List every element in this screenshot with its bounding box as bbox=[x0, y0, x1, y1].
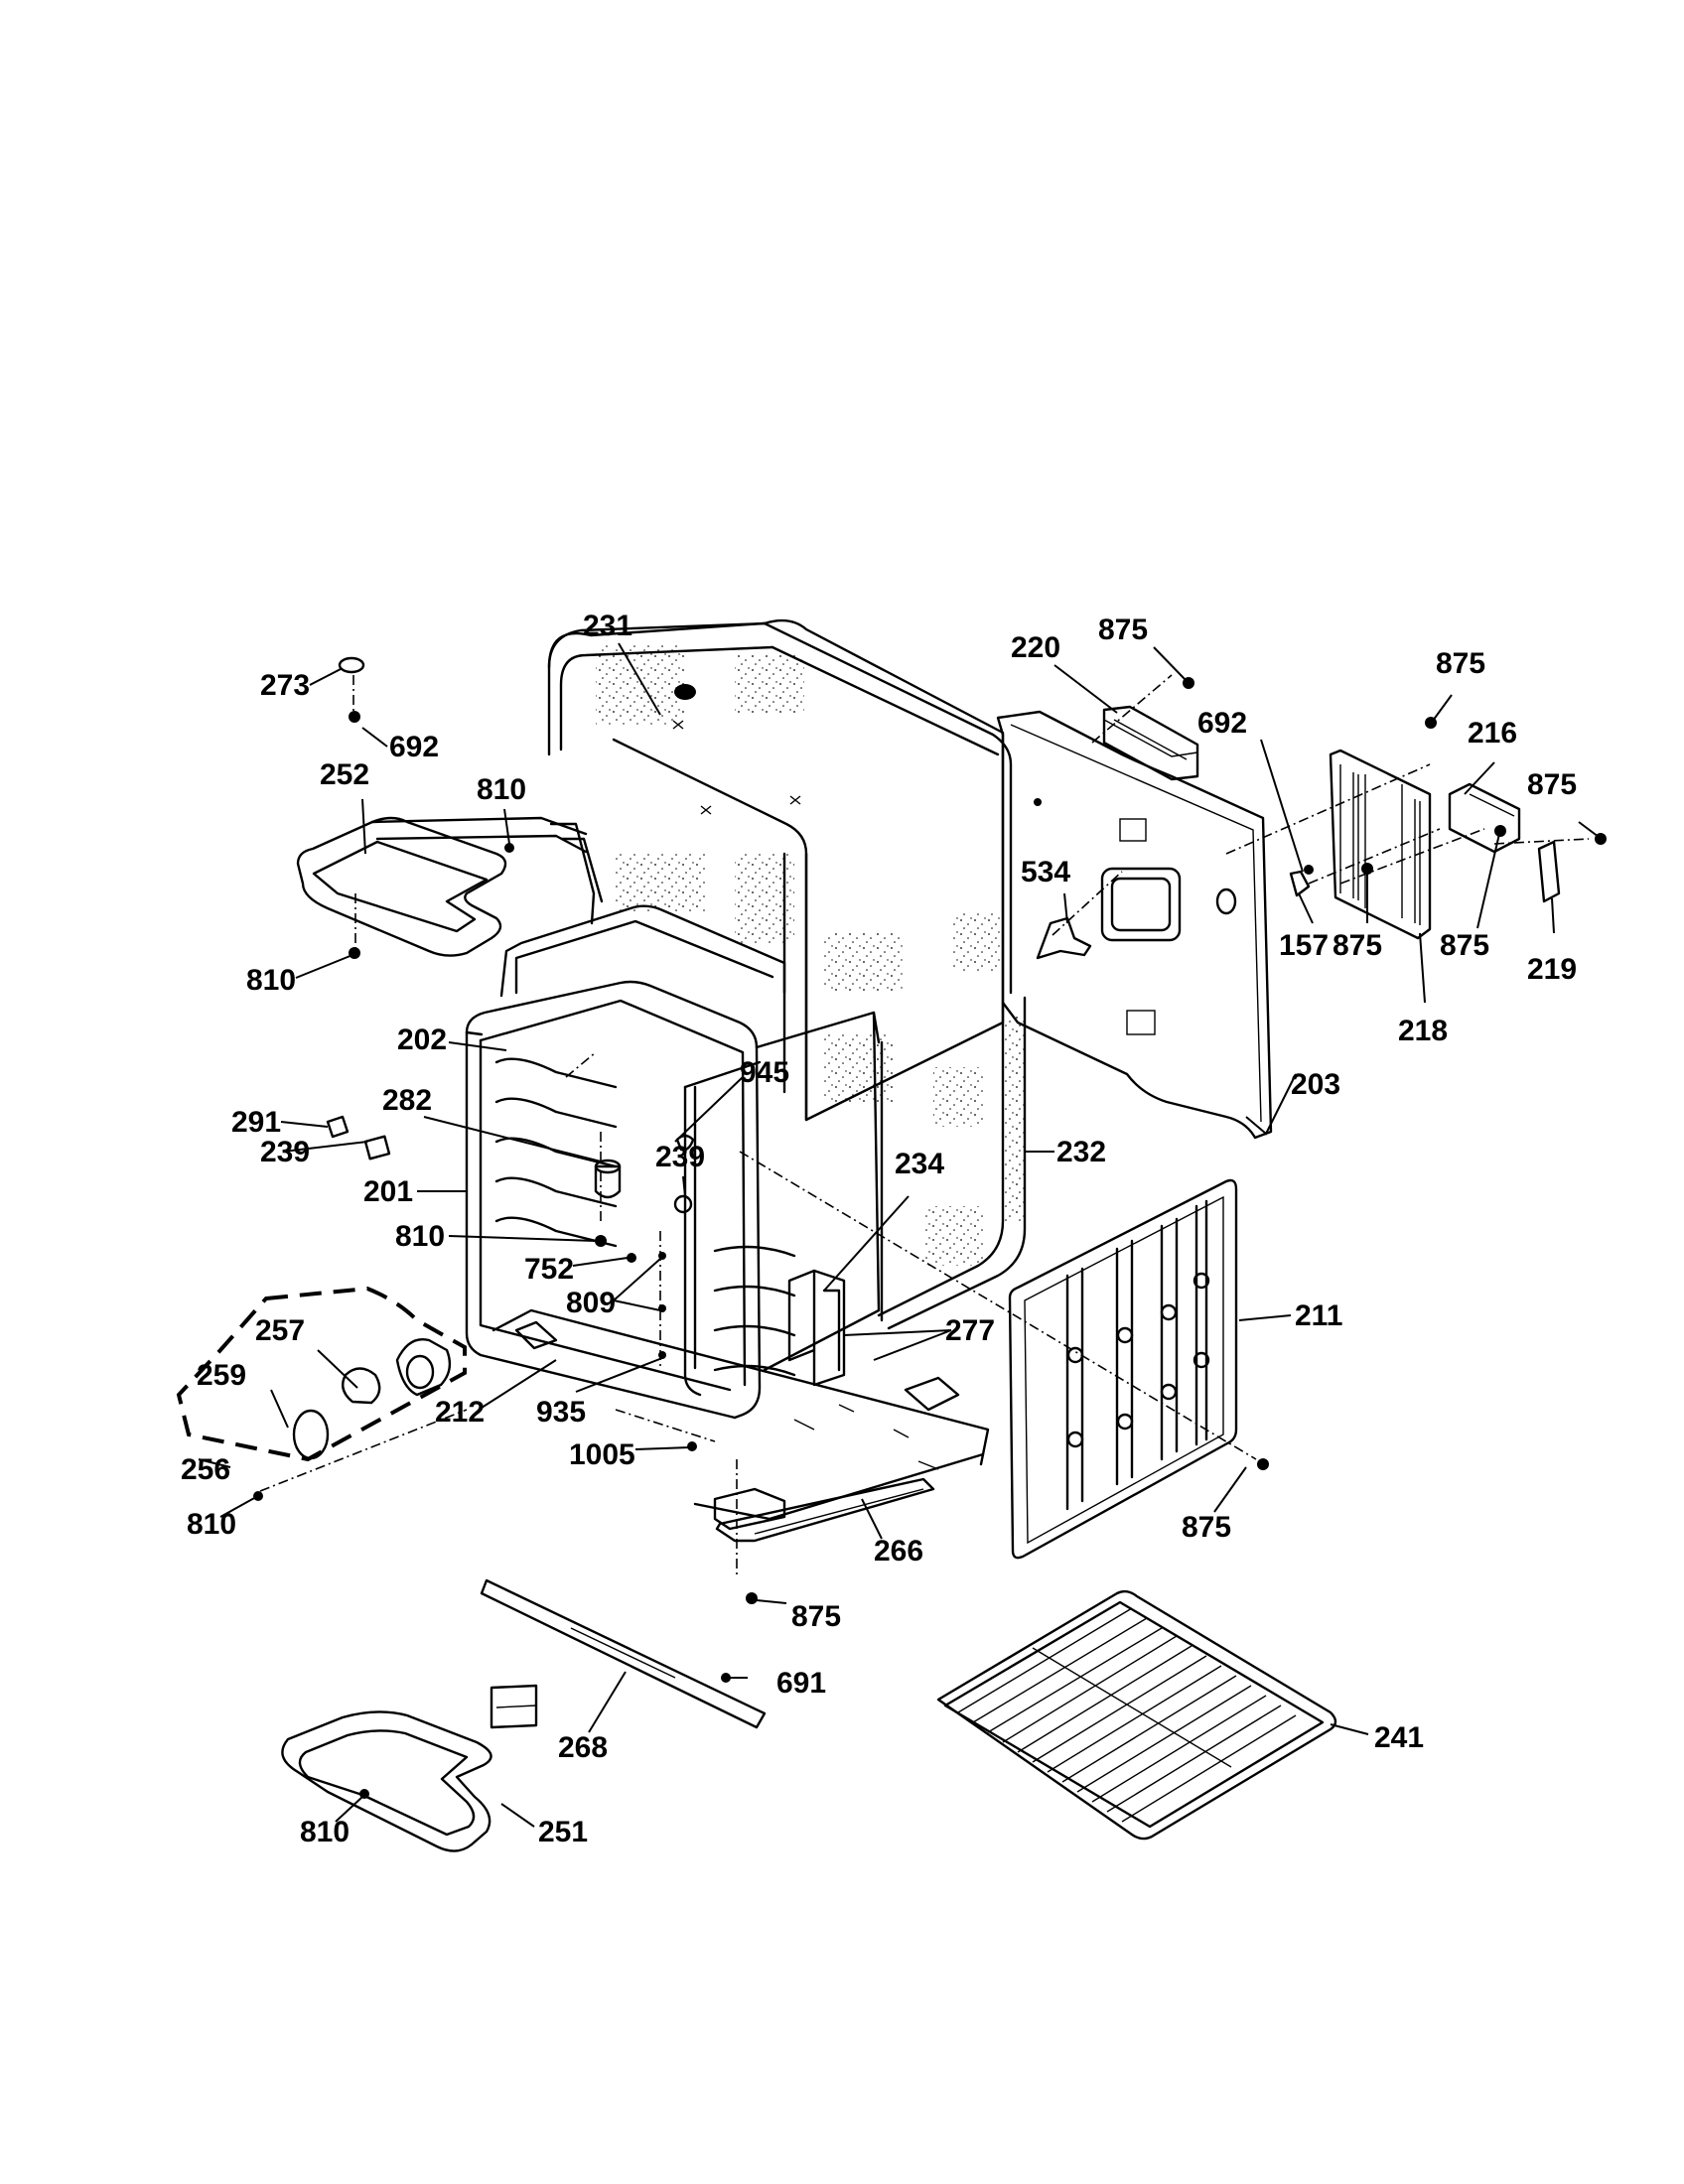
strip-219-part bbox=[1537, 840, 1561, 903]
part-label: 252 bbox=[320, 758, 369, 791]
part-label: 945 bbox=[740, 1056, 789, 1089]
fasteners-group bbox=[253, 677, 1607, 1799]
part-label: 935 bbox=[536, 1396, 586, 1429]
screw-935 bbox=[658, 1351, 666, 1359]
screw-692-top bbox=[349, 711, 360, 723]
part-label: 810 bbox=[300, 1816, 350, 1848]
part-label: 692 bbox=[1197, 707, 1247, 740]
part-label: 239 bbox=[655, 1141, 705, 1173]
part-label: 216 bbox=[1468, 717, 1517, 750]
part-label: 809 bbox=[566, 1287, 616, 1319]
screw-810-left bbox=[349, 947, 360, 959]
element-module-part bbox=[787, 1269, 846, 1387]
part-label: 875 bbox=[1098, 614, 1148, 646]
screw-692-mid bbox=[1304, 865, 1314, 875]
part-label: 810 bbox=[477, 773, 526, 806]
part-label: 875 bbox=[1527, 768, 1577, 801]
part-label: 202 bbox=[397, 1024, 447, 1056]
part-label: 218 bbox=[1398, 1015, 1448, 1047]
part-label: 259 bbox=[197, 1359, 246, 1392]
bake-element-part bbox=[281, 1684, 538, 1852]
part-label: 220 bbox=[1011, 631, 1060, 664]
part-label: 212 bbox=[435, 1396, 485, 1429]
part-number-labels: 273 692 231 220 875 875 216 875 252 810 … bbox=[181, 610, 1577, 1848]
part-label: 219 bbox=[1527, 953, 1577, 986]
part-label: 875 bbox=[1436, 647, 1485, 680]
oven-cavity-part bbox=[465, 904, 884, 1420]
part-label: 1005 bbox=[569, 1438, 635, 1471]
part-label: 875 bbox=[1440, 929, 1489, 962]
screw-810-top bbox=[504, 843, 514, 853]
side-panel-211-part bbox=[1008, 1178, 1238, 1560]
part-label: 157 bbox=[1279, 929, 1329, 962]
screw-691 bbox=[721, 1673, 731, 1683]
part-label: 266 bbox=[874, 1535, 923, 1568]
part-label: 875 bbox=[1333, 929, 1382, 962]
vent-panel-218-part bbox=[1329, 749, 1432, 940]
part-label: 291 bbox=[231, 1106, 281, 1139]
side-panel-strip-part bbox=[877, 996, 1027, 1330]
bracket-216-part bbox=[1448, 782, 1521, 854]
part-157 bbox=[1289, 870, 1311, 897]
part-label: 277 bbox=[945, 1314, 995, 1347]
bottom-plate-part bbox=[713, 1477, 935, 1543]
screw-810-bottom bbox=[253, 1491, 263, 1501]
part-label: 752 bbox=[524, 1253, 574, 1286]
part-label: 810 bbox=[395, 1220, 445, 1253]
part-label: 239 bbox=[260, 1136, 310, 1168]
part-label: 203 bbox=[1291, 1068, 1340, 1101]
light-assembly-group bbox=[176, 1286, 467, 1462]
screw-809-a bbox=[658, 1252, 666, 1260]
part-label: 691 bbox=[776, 1667, 826, 1700]
nut-875-f bbox=[1257, 1458, 1269, 1470]
part-label: 211 bbox=[1295, 1299, 1342, 1332]
part-label: 251 bbox=[538, 1816, 588, 1848]
part-label: 810 bbox=[187, 1508, 236, 1541]
part-label: 241 bbox=[1374, 1721, 1424, 1754]
part-label: 232 bbox=[1056, 1136, 1106, 1168]
part-label: 201 bbox=[363, 1175, 413, 1208]
part-label: 282 bbox=[382, 1084, 432, 1117]
trim-strip-268-part bbox=[480, 1578, 767, 1729]
leader-lines bbox=[198, 642, 1600, 1828]
part-label: 810 bbox=[246, 964, 296, 997]
screw-1005 bbox=[687, 1441, 697, 1451]
nut-875-d bbox=[1361, 863, 1373, 875]
part-label: 231 bbox=[583, 610, 632, 642]
part-label: 273 bbox=[260, 669, 310, 702]
nut-875-g bbox=[746, 1592, 758, 1604]
part-label: 256 bbox=[181, 1453, 230, 1486]
nut-875-e bbox=[1494, 825, 1506, 837]
part-label: 234 bbox=[895, 1148, 944, 1180]
oven-rack-part bbox=[936, 1589, 1337, 1841]
part-label: 534 bbox=[1021, 856, 1070, 888]
screw-752 bbox=[627, 1253, 636, 1263]
bracket-220-part bbox=[1102, 705, 1199, 781]
part-label: 268 bbox=[558, 1731, 608, 1764]
part-label: 257 bbox=[255, 1314, 305, 1347]
part-label: 692 bbox=[389, 731, 439, 763]
broil-element-part bbox=[296, 816, 604, 957]
part-label: 875 bbox=[791, 1600, 841, 1633]
outer-wrapper-part bbox=[547, 618, 1013, 1122]
screw-810-mid bbox=[595, 1235, 607, 1247]
back-panel-part bbox=[996, 710, 1273, 1140]
part-label: 875 bbox=[1182, 1511, 1231, 1544]
bracket-534-part bbox=[1036, 916, 1092, 960]
